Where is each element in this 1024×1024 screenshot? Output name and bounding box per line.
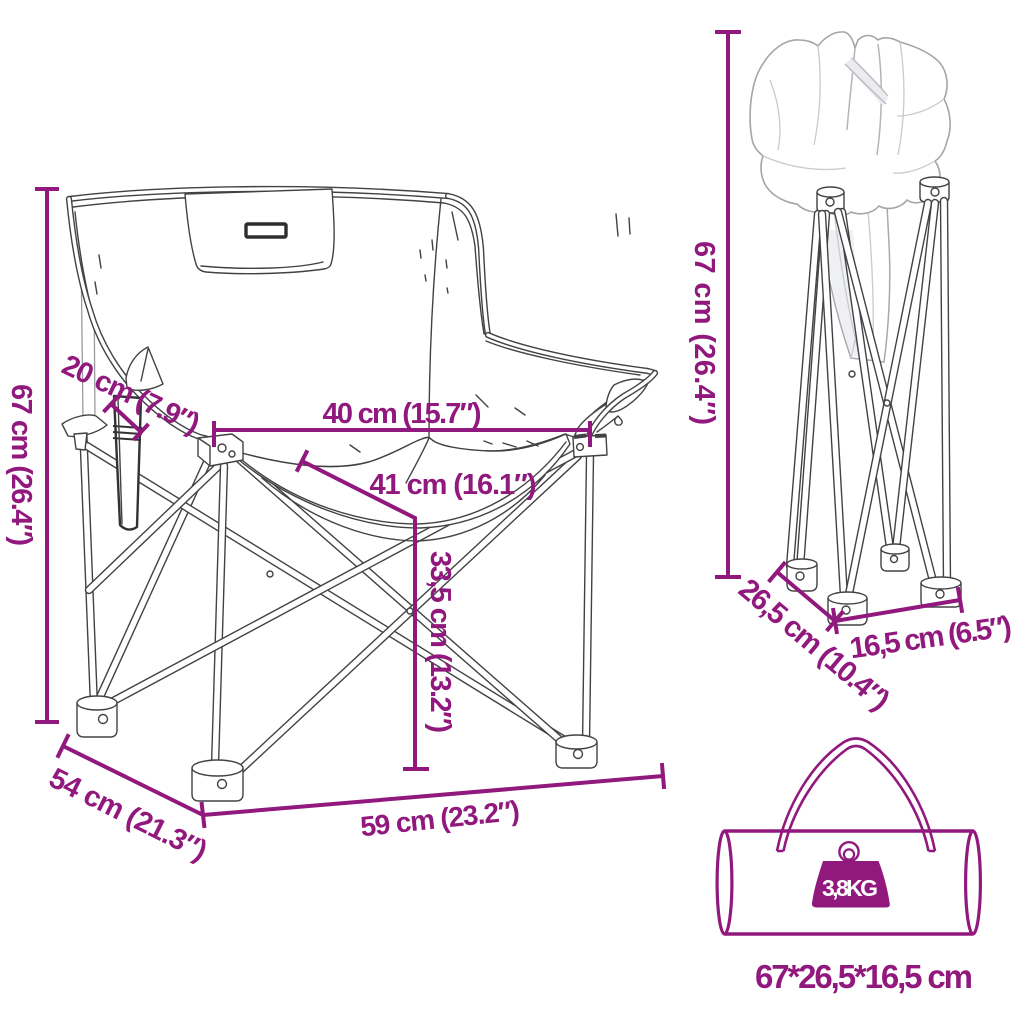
svg-text:67*26,5*16,5 cm: 67*26,5*16,5 cm [755,958,973,995]
svg-text:67 cm (26.4″): 67 cm (26.4″) [5,384,37,546]
svg-text:3,8KG: 3,8KG [822,875,878,901]
svg-text:41 cm (16.1″): 41 cm (16.1″) [370,469,537,501]
svg-text:40 cm (15.7″): 40 cm (15.7″) [323,398,482,430]
svg-text:67 cm (26.4″): 67 cm (26.4″) [688,241,720,425]
svg-text:33,5 cm (13.2″): 33,5 cm (13.2″) [424,551,456,733]
